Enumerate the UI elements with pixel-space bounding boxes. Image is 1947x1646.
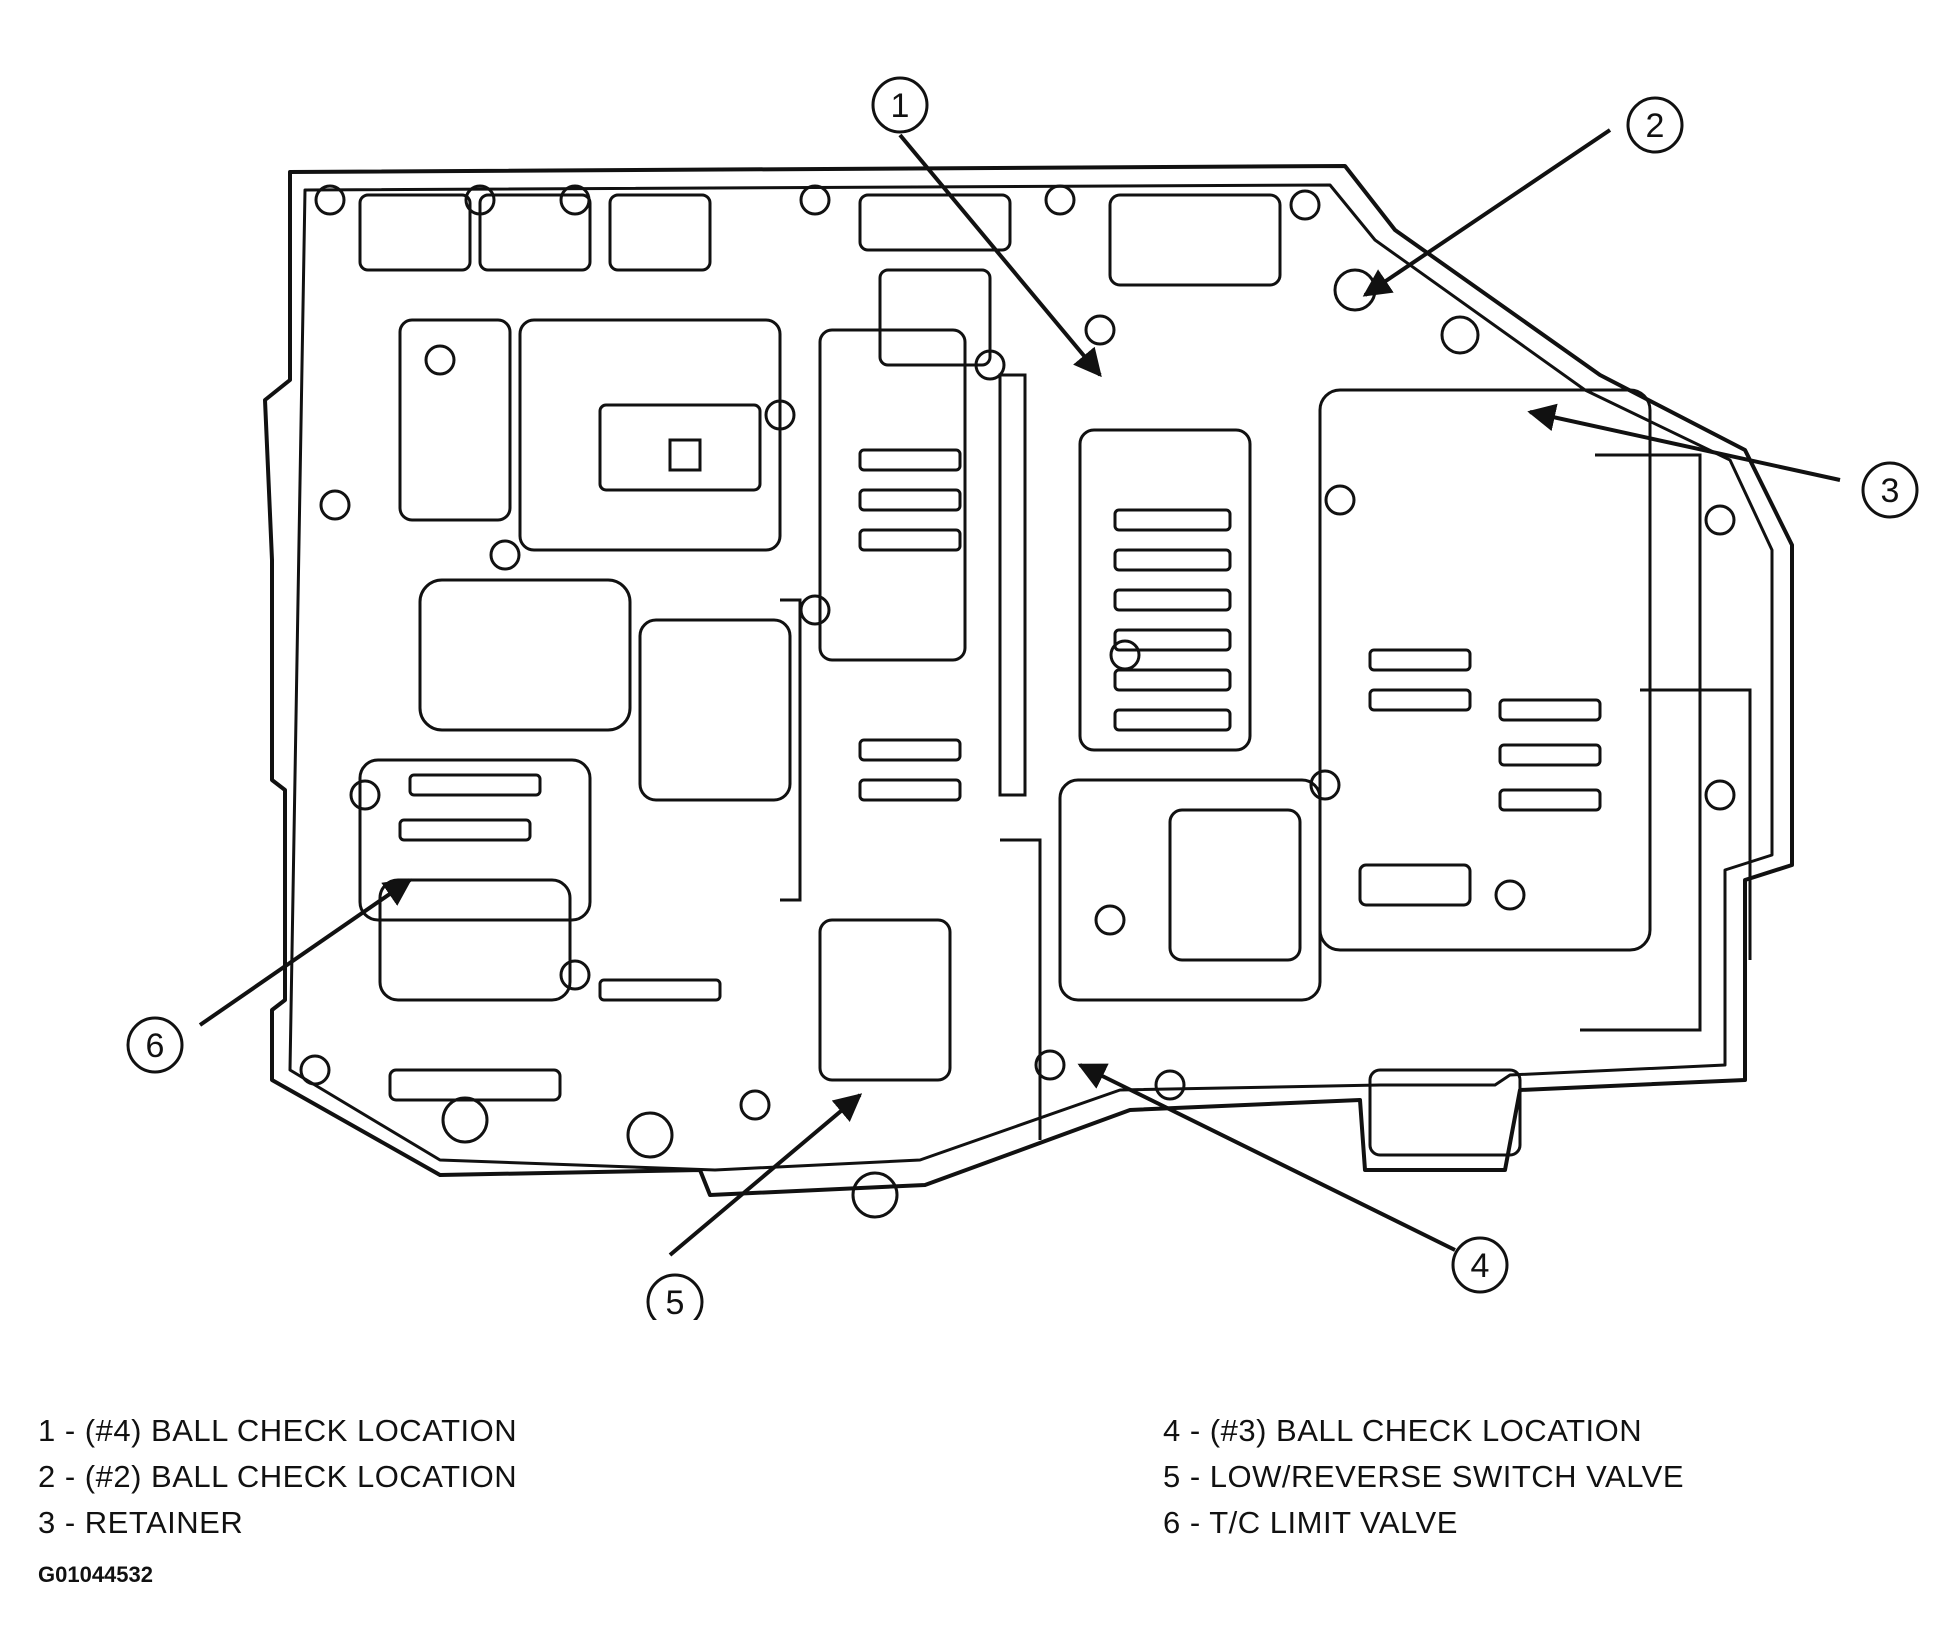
callout-number: 4 [1471,1247,1490,1285]
callout-6-arrow [198,878,413,1027]
valve-body-passages [358,193,1752,1157]
callout-3: 3 [1861,461,1919,519]
callout-4-arrow [1077,1063,1456,1252]
callout-1-arrow [898,133,1102,378]
callout-3-arrow [1527,403,1841,482]
callout-number: 2 [1646,107,1665,145]
valve-body [263,164,1794,1197]
callout-number: 3 [1881,472,1900,510]
legend-item-4: 4 - (#3) BALL CHECK LOCATION [1163,1413,1643,1448]
callout-5-arrow [668,1093,863,1257]
figure-code: G01044532 [38,1562,153,1587]
callout-2-arrow [1362,128,1612,297]
callout-number: 1 [891,87,910,125]
valve-body-diagram: 1 2 3 4 5 6 [126,76,1919,1320]
callout-4: 4 [1451,1236,1509,1294]
bolt-holes [299,184,1736,1219]
callout-6: 6 [126,1016,184,1074]
legend-item-1: 1 - (#4) BALL CHECK LOCATION [38,1413,518,1448]
callout-number: 5 [666,1284,685,1320]
legend-item-6: 6 - T/C LIMIT VALVE [1163,1505,1458,1540]
callout-2: 2 [1626,96,1684,154]
legend-item-3: 3 - RETAINER [38,1505,244,1540]
callout-number: 6 [146,1027,165,1065]
callout-5: 5 [646,1273,704,1320]
legend-item-2: 2 - (#2) BALL CHECK LOCATION [38,1459,518,1494]
callout-arrows [198,128,1841,1257]
legend-item-5: 5 - LOW/REVERSE SWITCH VALVE [1163,1459,1685,1494]
callout-1: 1 [871,76,929,134]
